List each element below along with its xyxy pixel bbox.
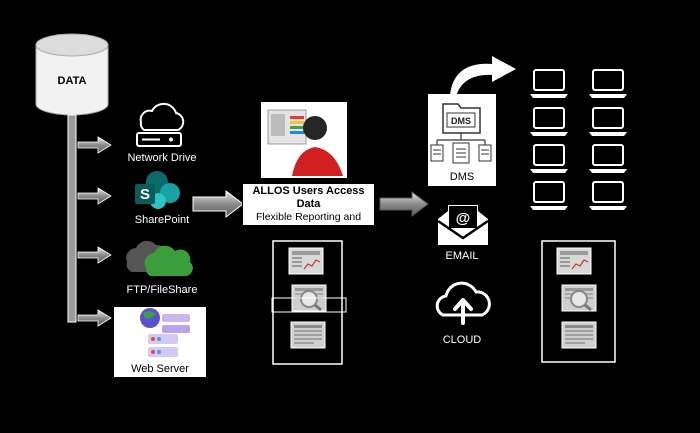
allos-line-2: Flexible Reporting and — [255, 211, 362, 223]
laptop-icon — [529, 144, 569, 174]
branch-arrow-sharepoint — [77, 187, 112, 205]
cloud-label: CLOUD — [442, 334, 482, 346]
report-stack-middle — [271, 240, 347, 365]
branch-arrow-network — [77, 136, 112, 154]
cloud-upload-icon — [435, 281, 491, 325]
laptop-grid — [529, 69, 628, 211]
trunk-line — [67, 114, 77, 323]
laptop-icon — [529, 69, 569, 99]
allos-access-box: ALLOS Users Access Data Flexible Reporti… — [242, 183, 375, 236]
database-icon — [35, 33, 109, 116]
ftp-label: FTP/FileShare — [126, 284, 198, 296]
laptop-icon — [588, 144, 628, 174]
laptop-icon — [588, 69, 628, 99]
curved-arrow-to-laptops — [450, 56, 516, 97]
branch-arrow-ftp — [77, 246, 112, 264]
arrow-to-allos — [192, 189, 244, 219]
sharepoint-label: SharePoint — [134, 214, 190, 226]
dms-label: DMS — [449, 171, 475, 183]
web-server-label: Web Server — [131, 363, 189, 375]
dms-icon: DMS — [428, 94, 496, 186]
dms-icon-text: DMS — [451, 116, 471, 126]
report-person-icon — [261, 102, 347, 178]
laptop-icon — [588, 181, 628, 211]
laptop-icon — [529, 181, 569, 211]
branch-arrow-webserver — [77, 309, 112, 327]
email-label: EMAIL — [445, 250, 479, 262]
network-drive-label: Network Drive — [127, 152, 197, 164]
svg-text:S: S — [140, 186, 150, 203]
report-stack-right — [541, 240, 616, 363]
svg-text:@: @ — [456, 210, 471, 227]
allos-title: ALLOS Users Access Data — [252, 185, 365, 210]
allos-line-3: Report Generation — [265, 224, 352, 236]
email-icon: @ — [437, 205, 489, 245]
laptop-icon — [529, 107, 569, 137]
network-drive-icon — [136, 102, 185, 147]
laptop-icon — [588, 107, 628, 137]
web-server-icon — [114, 307, 206, 377]
sharepoint-icon: S — [135, 171, 180, 209]
ftp-cloud-icon — [126, 240, 193, 276]
arrow-to-outputs — [379, 191, 429, 217]
data-label: DATA — [57, 75, 87, 87]
